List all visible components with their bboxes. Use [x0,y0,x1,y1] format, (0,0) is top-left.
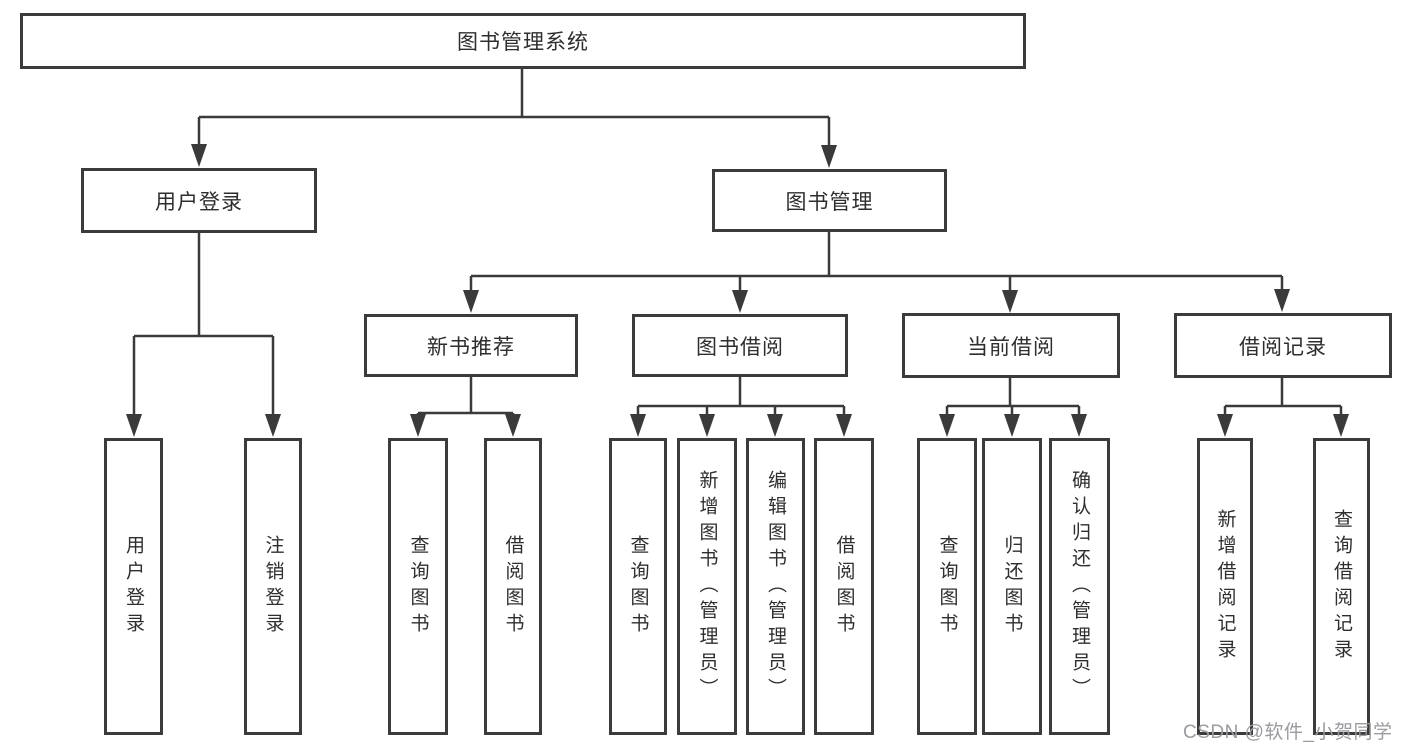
leaf-borrow-book-recommend: 借阅图书 [484,438,542,735]
node-book-borrowing: 图书借阅 [632,314,848,377]
node-book-management: 图书管理 [712,169,947,232]
connector-book-borrow [636,377,846,416]
leaf-borrow-book: 借阅图书 [814,438,874,735]
leaf-logout: 注销登录 [244,438,302,735]
node-root: 图书管理系统 [20,13,1026,69]
node-borrow-records: 借阅记录 [1174,313,1392,378]
leaf-query-book-recommend: 查询图书 [388,438,448,735]
connector-current-borrow [945,377,1081,416]
connector-root [197,69,831,147]
connector-borrow-records [1223,377,1343,416]
node-user-login: 用户登录 [81,168,317,233]
node-new-book-recommend: 新书推荐 [364,314,578,377]
leaf-query-book-current: 查询图书 [917,438,977,735]
leaf-user-login: 用户登录 [104,438,163,735]
node-current-borrowing: 当前借阅 [902,313,1120,378]
arrowheads [126,144,1349,437]
connector-new-book-rec [416,377,515,416]
connector-user-login [132,233,275,416]
leaf-add-borrow-record: 新增借阅记录 [1197,438,1253,735]
leaf-edit-book-admin: 编辑图书（管理员） [746,438,805,735]
csdn-watermark: CSDN @软件_小贺同学 [1183,722,1393,743]
leaf-confirm-return-admin: 确认归还（管理员） [1049,438,1110,735]
leaf-return-book: 归还图书 [982,438,1042,735]
leaf-query-borrow-record: 查询借阅记录 [1313,438,1370,735]
leaf-query-book-borrowing: 查询图书 [609,438,667,735]
connector-book-mgmt [469,232,1284,292]
leaf-add-book-admin: 新增图书（管理员） [677,438,737,735]
